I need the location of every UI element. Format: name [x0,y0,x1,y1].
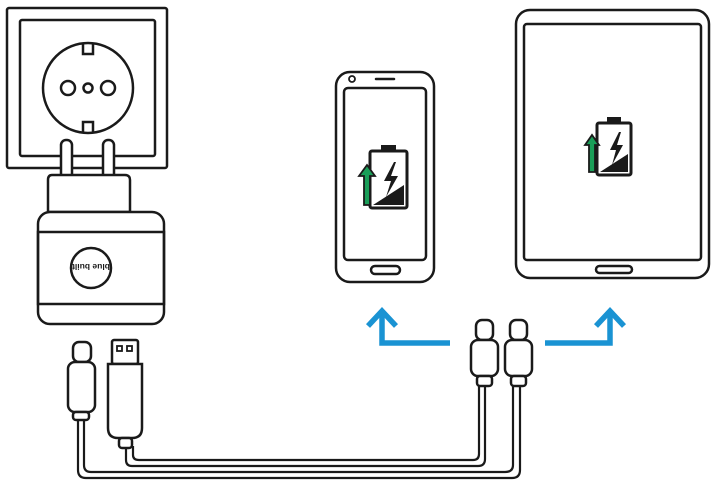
usb-c-port-icon [66,340,97,422]
arrow-to-tablet-icon [545,306,627,346]
wall-socket-icon [5,6,169,170]
usb-a-port-icon [106,338,144,450]
brand-logo: blue built [72,262,110,272]
usb-c-connector-icon [469,318,500,388]
charger-body [36,173,166,326]
arrow-to-phone-icon [365,306,450,346]
battery-charging-icon [357,145,409,210]
usb-c-connector-icon-2 [503,318,534,388]
plug-prongs-icon [59,138,116,182]
battery-charging-icon-tablet [583,117,633,177]
splitter-cable [76,385,522,480]
brand-logo-text: blue built [72,262,110,272]
